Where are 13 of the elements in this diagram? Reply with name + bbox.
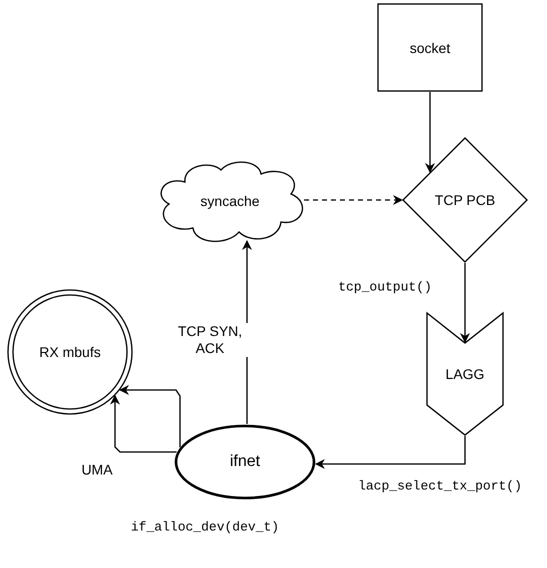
node-label: LAGG <box>446 366 484 382</box>
arrow <box>460 263 470 343</box>
arrow <box>425 92 435 173</box>
dashed-arrow <box>304 195 403 205</box>
node-label: ifnet <box>230 453 260 471</box>
node-label: syncache <box>200 193 260 209</box>
node-label: RX mbufs <box>39 344 101 360</box>
node-label: TCP PCB <box>434 192 496 208</box>
arrow <box>119 385 181 448</box>
arrow <box>110 394 177 453</box>
arrow <box>314 436 466 469</box>
function-caption: if_alloc_dev(dev_t) <box>130 520 280 534</box>
node-label: socket <box>410 40 450 56</box>
